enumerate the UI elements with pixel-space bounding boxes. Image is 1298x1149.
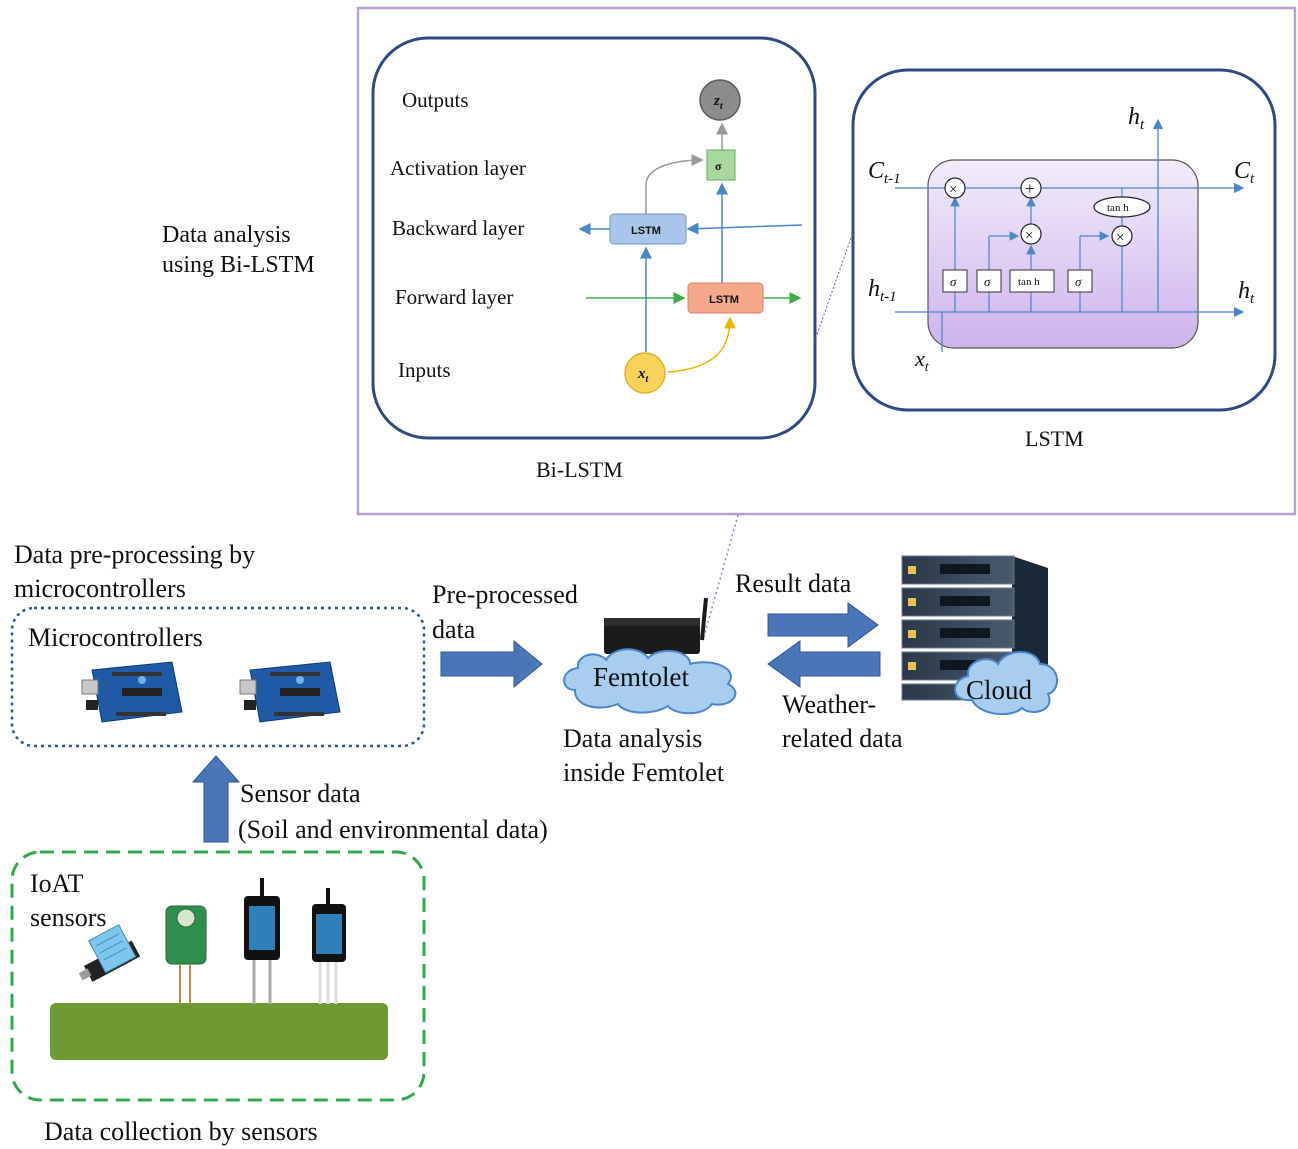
bilstm-label-forward: Forward layer <box>395 285 513 309</box>
output-mult-op <box>1111 225 1133 247</box>
preprocessing-caption-line2: microcontrollers <box>14 574 186 603</box>
soil-moisture-probe-2 <box>312 888 346 1004</box>
lstm-label-h-prev: ht-1 <box>868 276 897 305</box>
sensor-data-arrow <box>191 755 241 843</box>
femtolet-label: Femtolet <box>593 662 689 692</box>
input-to-forward <box>667 316 736 373</box>
preprocessing-caption-line1: Data pre-processing by <box>14 540 255 569</box>
sensors-box <box>10 850 426 1102</box>
bilstm-box <box>371 36 817 440</box>
bilstm-panel: Outputs Activation layer Backward layer … <box>371 36 817 482</box>
microcontroller-board-2 <box>239 661 341 723</box>
backward-lstm-label: LSTM <box>631 225 661 237</box>
bilstm-title: Bi-LSTM <box>536 457 623 482</box>
sensors-caption: Data collection by sensors <box>44 1117 318 1146</box>
lstm-title: LSTM <box>1025 426 1084 451</box>
analysis-label-line2: using Bi-LSTM <box>162 252 315 278</box>
forward-lstm-label: LSTM <box>709 294 739 306</box>
backward-in-arrow <box>686 222 803 235</box>
forget-gate-label: σ <box>950 274 957 289</box>
cloud-server-icon <box>901 555 1058 716</box>
zoom-connector-top <box>814 237 852 341</box>
output-gate-label: σ <box>1075 274 1082 289</box>
preprocessed-arrow <box>440 639 543 689</box>
lstm-label-c-out: Ct <box>1234 158 1255 187</box>
frame-to-femtolet-link <box>702 514 739 641</box>
lstm-label-x-in: xt <box>914 346 930 375</box>
analysis-label-line1: Data analysis <box>162 222 291 248</box>
microcontrollers-title: Microcontrollers <box>28 623 203 652</box>
analysis-frame <box>356 6 1297 516</box>
microcontrollers-box <box>10 606 426 748</box>
soil-block <box>50 1003 388 1060</box>
tanh-op <box>1093 196 1151 218</box>
preprocessed-label-line1: Pre-processed <box>432 580 578 609</box>
backward-lstm-node <box>609 213 687 245</box>
sensors-title-line2: sensors <box>30 903 107 932</box>
candidate-gate-label: tan h <box>1018 276 1040 288</box>
activation-node-label: σ <box>715 159 722 173</box>
input-mult-op <box>1020 223 1042 245</box>
forget-mult-op <box>944 177 966 199</box>
sensors-title-line1: IoAT <box>30 869 84 898</box>
candidate-gate <box>1009 269 1055 293</box>
input-gate-label: σ <box>984 274 991 289</box>
soil-moisture-probe-1 <box>244 878 280 1004</box>
result-data-label: Result data <box>735 569 852 598</box>
sensor-data-label-line1: Sensor data <box>240 779 361 808</box>
lstm-panel: × + × × tan h σ σ tan h σ ht Ct-1 Ct ht-… <box>851 68 1277 451</box>
microcontroller-board-1 <box>81 661 183 723</box>
weather-label-line2: related data <box>782 724 903 753</box>
forward-lstm-node <box>687 282 764 314</box>
forget-mult-symbol: × <box>949 182 957 198</box>
bilstm-label-inputs: Inputs <box>398 358 451 382</box>
output-node <box>699 79 741 121</box>
soil-ph-meter <box>165 905 207 1004</box>
weather-label-line1: Weather- <box>782 690 876 719</box>
input-gate <box>976 269 1002 293</box>
add-symbol: + <box>1025 179 1035 198</box>
output-gate <box>1067 269 1093 293</box>
tanh-op-label: tan h <box>1107 202 1129 214</box>
cloud-label: Cloud <box>966 675 1033 705</box>
backward-to-activation <box>645 154 704 214</box>
bilstm-label-activation: Activation layer <box>390 156 526 180</box>
temperature-humidity-sensor <box>78 924 141 982</box>
femtolet-device <box>563 597 737 715</box>
femtolet-cloud-shape <box>563 648 737 715</box>
lstm-label-h-out: ht <box>1238 278 1255 307</box>
weather-data-arrow <box>767 640 881 688</box>
add-op <box>1020 177 1042 199</box>
input-node <box>624 352 666 394</box>
output-mult-symbol: × <box>1116 230 1124 246</box>
femtolet-caption-line2: inside Femtolet <box>563 758 725 787</box>
result-data-arrow <box>767 602 879 648</box>
input-mult-symbol: × <box>1025 228 1033 244</box>
bilstm-label-backward: Backward layer <box>392 216 524 240</box>
input-node-label: xt <box>637 366 650 385</box>
sensor-data-label-line2: (Soil and environmental data) <box>238 815 548 844</box>
lstm-label-h-top: ht <box>1128 104 1145 133</box>
forget-gate <box>942 269 968 293</box>
preprocessed-label-line2: data <box>432 615 476 644</box>
femtolet-caption-line1: Data analysis <box>563 724 702 753</box>
bilstm-label-outputs: Outputs <box>402 88 469 112</box>
lstm-label-c-prev: Ct-1 <box>868 158 901 187</box>
output-node-label: zt <box>713 93 724 112</box>
activation-node <box>706 149 736 181</box>
